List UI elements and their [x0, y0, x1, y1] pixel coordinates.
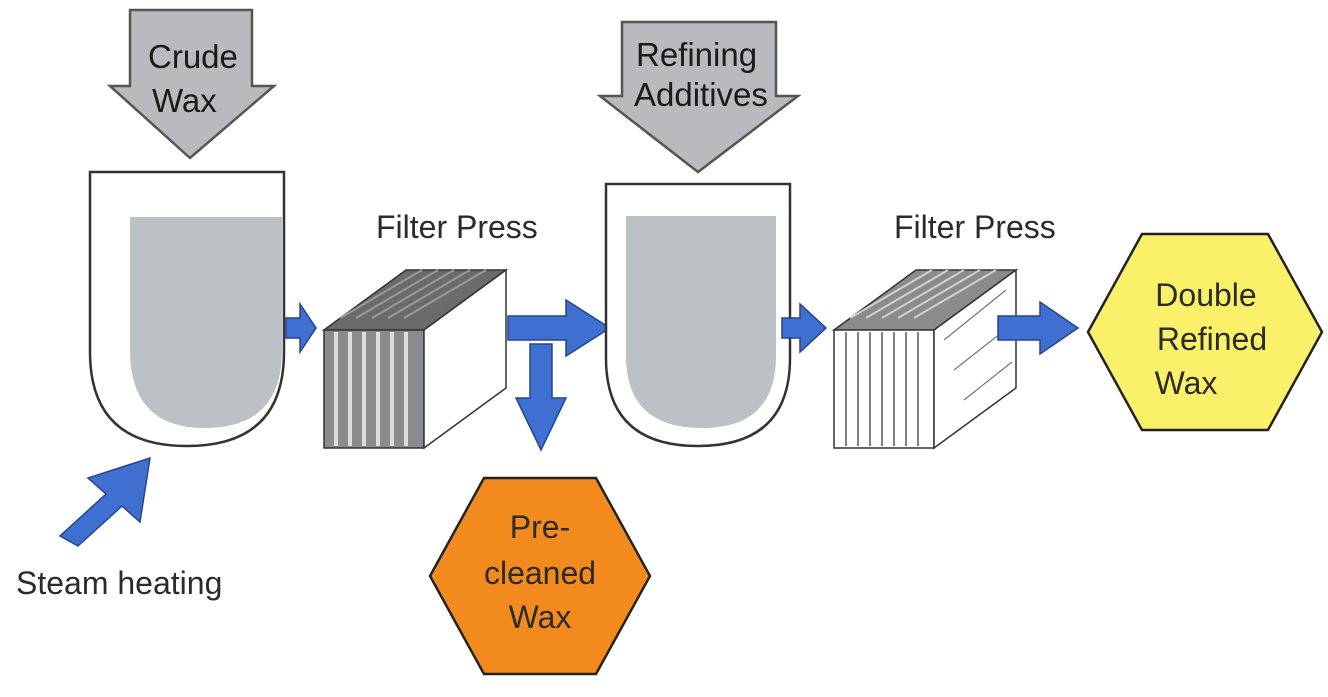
pre-cleaned-label-line1: Pre- — [510, 509, 570, 545]
refining-vessel-2 — [604, 182, 792, 448]
vessel-1-liquid — [130, 217, 282, 428]
steam-heating-arrow — [58, 456, 151, 547]
pre-cleaned-wax-output: Pre- cleaned Wax — [428, 476, 652, 676]
refining-additives-label-line1: Refining — [636, 36, 757, 73]
refining-additives-label-line2: Additives — [634, 76, 768, 113]
filter-press-1 — [321, 268, 509, 450]
filter-press-1-label: Filter Press — [376, 209, 538, 245]
flow-arrow-vessel1-to-press1 — [285, 301, 317, 355]
double-refined-wax-output: Double Refined Wax — [1086, 232, 1324, 432]
pre-cleaned-label-line3: Wax — [509, 599, 572, 635]
flow-arrow-vessel2-to-press2 — [781, 302, 828, 354]
melting-vessel-1 — [88, 170, 286, 448]
double-refined-label-line3: Wax — [1155, 365, 1218, 401]
vessel-2-liquid — [626, 216, 776, 428]
flow-arrow-down-to-pre-cleaned — [514, 343, 568, 452]
crude-wax-label-line2: Wax — [152, 82, 217, 119]
flow-arrow-press2-to-double-refined — [997, 300, 1080, 356]
filter-press-2-label: Filter Press — [894, 209, 1056, 245]
refining-additives-input-arrow: Refining Additives — [596, 20, 802, 174]
steam-heating-label: Steam heating — [16, 565, 222, 601]
filter-press-2 — [831, 268, 1019, 450]
flow-arrow-press1-to-vessel2 — [507, 298, 612, 358]
pre-cleaned-label-line2: cleaned — [484, 555, 596, 591]
crude-wax-input-arrow: Crude Wax — [106, 8, 278, 160]
double-refined-label-line2: Refined — [1157, 321, 1267, 357]
double-refined-label-line1: Double — [1155, 277, 1256, 313]
crude-wax-label-line1: Crude — [148, 38, 238, 75]
